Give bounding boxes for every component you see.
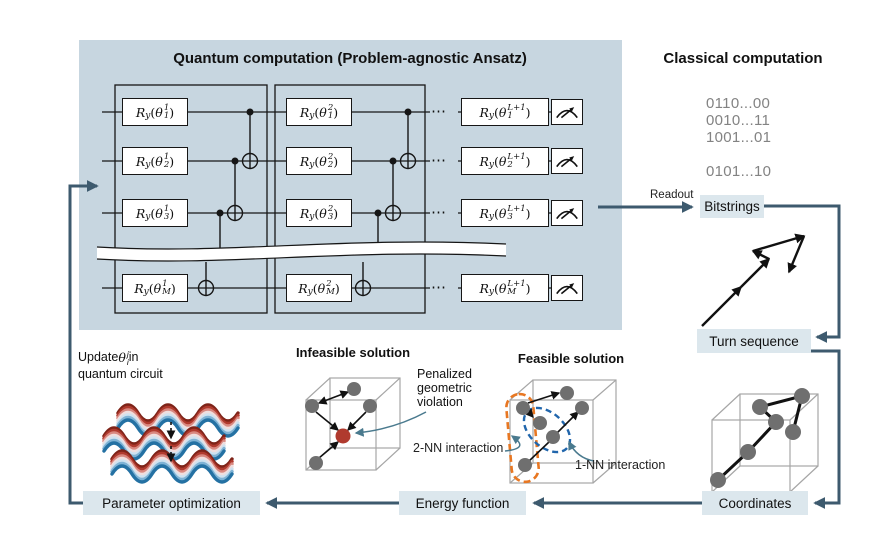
classical-title: Classical computation xyxy=(663,50,823,67)
bitstring-sample: 0110...00 xyxy=(706,95,771,112)
wire-ellipsis: ⋯ xyxy=(431,152,447,169)
infeasible-title: Infeasible solution xyxy=(295,345,411,360)
wire-ellipsis: ⋯ xyxy=(431,279,447,296)
coordinates-cube xyxy=(710,388,819,493)
optimization-surface xyxy=(102,403,240,484)
wire-ellipsis: ⋯ xyxy=(431,204,447,221)
box-bitstrings: Bitstrings xyxy=(700,195,764,218)
infeasible-cube xyxy=(305,377,401,471)
box-coordinates: Coordinates xyxy=(702,491,808,515)
bitstring-sample: 1001...01 xyxy=(706,129,772,146)
measurement-icon xyxy=(551,275,583,301)
update-note-post: in xyxy=(128,350,139,364)
measurement-icon xyxy=(551,200,583,226)
two-nn-region xyxy=(505,392,540,484)
measurement-icon xyxy=(551,99,583,125)
one-nn-label: 1-NN interaction xyxy=(575,458,666,472)
one-nn-region xyxy=(522,406,572,454)
violation-node xyxy=(335,428,351,444)
penalized-note: Penalized geometric violation xyxy=(417,367,472,409)
wire-ellipsis: ⋯ xyxy=(431,103,447,120)
feasible-title: Feasible solution xyxy=(517,351,625,366)
penalized-arrow xyxy=(354,411,427,437)
quantum-title: Quantum computation (Problem-agnostic An… xyxy=(173,50,527,67)
box-turn-sequence: Turn sequence xyxy=(697,329,811,353)
bitstring-sample: 0010...11 xyxy=(706,112,771,129)
box-energy-function: Energy function xyxy=(399,491,526,515)
box-parameter-optimization: Parameter optimization xyxy=(83,491,260,515)
theta-symbol: θ xyxy=(118,350,126,365)
two-nn-arrow xyxy=(504,435,521,452)
update-note-pre: Update xyxy=(78,350,119,364)
update-note-line2: quantum circuit xyxy=(78,367,163,381)
bitstring-sample: 0101...10 xyxy=(706,163,772,180)
measurement-icon xyxy=(551,148,583,174)
turn-sequence-arrows xyxy=(701,233,806,327)
readout-label: Readout xyxy=(650,189,694,201)
two-nn-label: 2-NN interaction xyxy=(413,441,504,455)
